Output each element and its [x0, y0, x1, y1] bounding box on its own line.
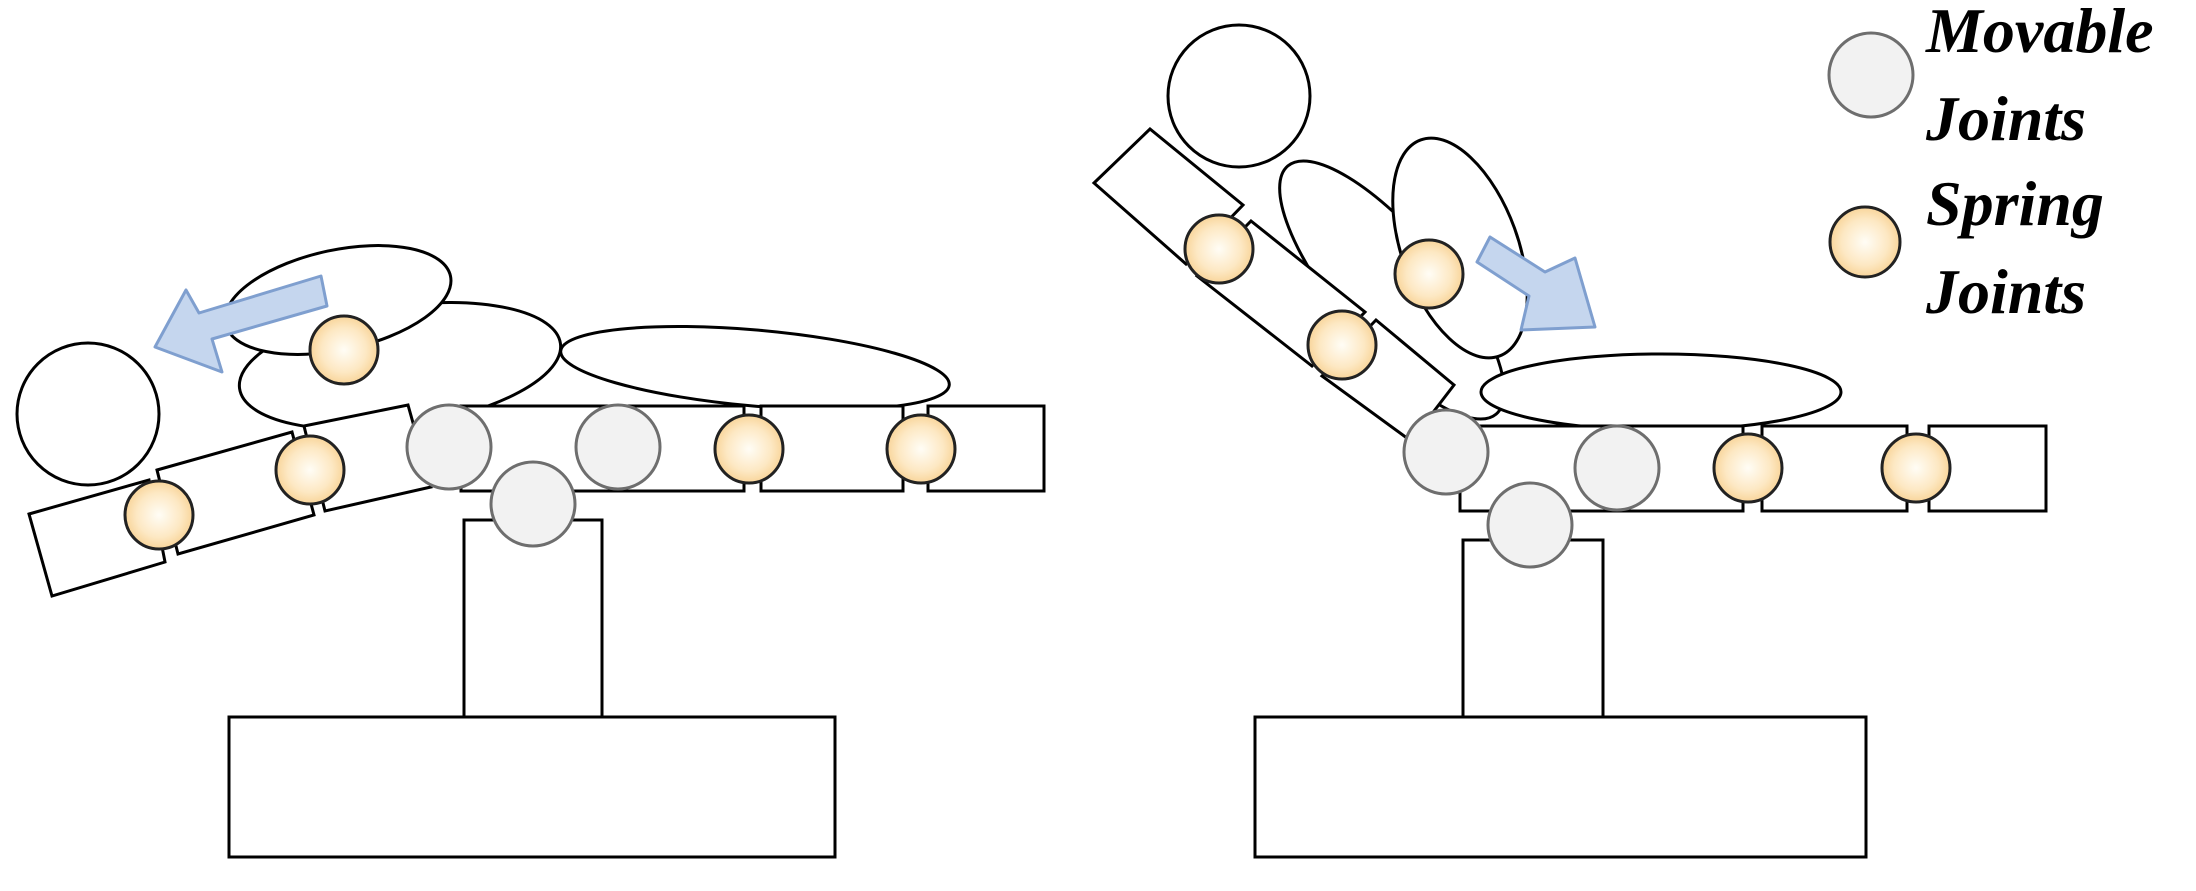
right-spring-joints	[1183, 213, 1952, 504]
movable-joint	[574, 403, 662, 491]
spring-joint	[123, 479, 195, 551]
legend-spring-swatch	[1828, 205, 1902, 279]
right-legs	[1479, 352, 1843, 432]
legend: Movable Joints Spring Joints	[1827, 0, 2154, 327]
legend-movable-label-line1: Movable	[1925, 0, 2154, 66]
spring-joint	[1880, 432, 1952, 504]
left-head	[15, 341, 161, 487]
legend-movable-label-line2: Joints	[1925, 83, 2086, 154]
spring-joint	[308, 314, 380, 386]
right-base-block	[1253, 715, 1868, 859]
spring-joint	[1712, 432, 1784, 504]
spring-joint	[274, 434, 346, 506]
movable-joint	[1486, 481, 1574, 569]
spring-joint	[885, 413, 957, 485]
right-movable-joints	[1402, 408, 1661, 569]
legend-movable-swatch	[1827, 31, 1915, 119]
spring-joint	[1306, 309, 1378, 381]
right-pedestal	[1461, 538, 1605, 719]
movable-joint	[1573, 424, 1661, 512]
spring-joint	[1183, 213, 1255, 285]
spring-joint	[713, 413, 785, 485]
left-movable-joints	[405, 403, 662, 548]
left-segment	[926, 404, 1046, 493]
movable-joint	[489, 460, 577, 548]
left-pedestal	[462, 518, 604, 719]
left-motion-arrow-icon	[153, 274, 329, 374]
right-head	[1166, 23, 1312, 169]
left-base-block	[227, 715, 837, 859]
movable-joint	[405, 403, 493, 491]
legend-spring-label-line2: Joints	[1925, 256, 2086, 327]
left-segment	[759, 404, 905, 493]
right-motion-arrow-icon	[1475, 235, 1597, 332]
left-spring-joints	[123, 314, 957, 551]
movable-joint	[1402, 408, 1490, 496]
legend-spring-label-line1: Spring	[1926, 168, 2104, 239]
spring-joint	[1393, 238, 1465, 310]
left-legs	[559, 325, 951, 411]
